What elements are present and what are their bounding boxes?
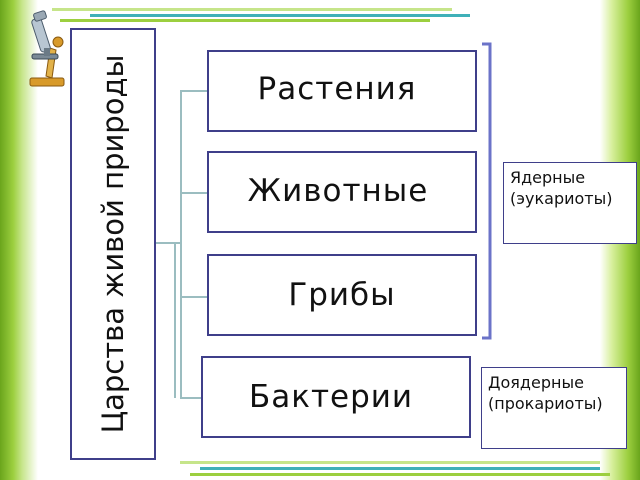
top-decor-line <box>52 8 452 11</box>
kingdom-label: Животные <box>247 173 429 209</box>
connector-branch <box>180 397 202 399</box>
connector-secondary <box>174 244 176 398</box>
eukaryote-bracket <box>482 42 492 340</box>
eukaryotes-label: Ядерные (эукариоты) <box>510 168 613 208</box>
connector-trunk <box>180 90 182 398</box>
top-decor-line <box>60 19 430 22</box>
bottom-decor-line <box>180 461 600 464</box>
kingdom-label: Растения <box>257 71 417 107</box>
kingdom-box-plants: Растения <box>207 50 477 132</box>
eukaryotes-label-box: Ядерные (эукариоты) <box>503 162 637 244</box>
kingdom-box-bacteria: Бактерии <box>201 356 471 438</box>
kingdom-box-animals: Животные <box>207 151 477 233</box>
connector-branch <box>180 296 208 298</box>
root-box: Царства живой природы <box>70 28 156 460</box>
kingdom-box-fungi: Грибы <box>207 254 477 336</box>
root-label: Царства живой природы <box>96 54 130 434</box>
top-decor-line <box>90 14 470 17</box>
background-left-stripe <box>0 0 22 480</box>
bottom-decor-line <box>190 473 610 476</box>
bottom-decor-line <box>200 467 600 470</box>
prokaryotes-label-box: Доядерные (прокариоты) <box>481 367 627 449</box>
connector-root <box>156 242 180 244</box>
prokaryotes-label: Доядерные (прокариоты) <box>488 373 603 413</box>
kingdom-label: Грибы <box>288 277 396 313</box>
connector-branch <box>180 90 208 92</box>
connector-branch <box>180 192 208 194</box>
microscope-icon <box>29 10 65 87</box>
background-left-fade <box>22 0 38 480</box>
kingdom-label: Бактерии <box>248 379 414 415</box>
